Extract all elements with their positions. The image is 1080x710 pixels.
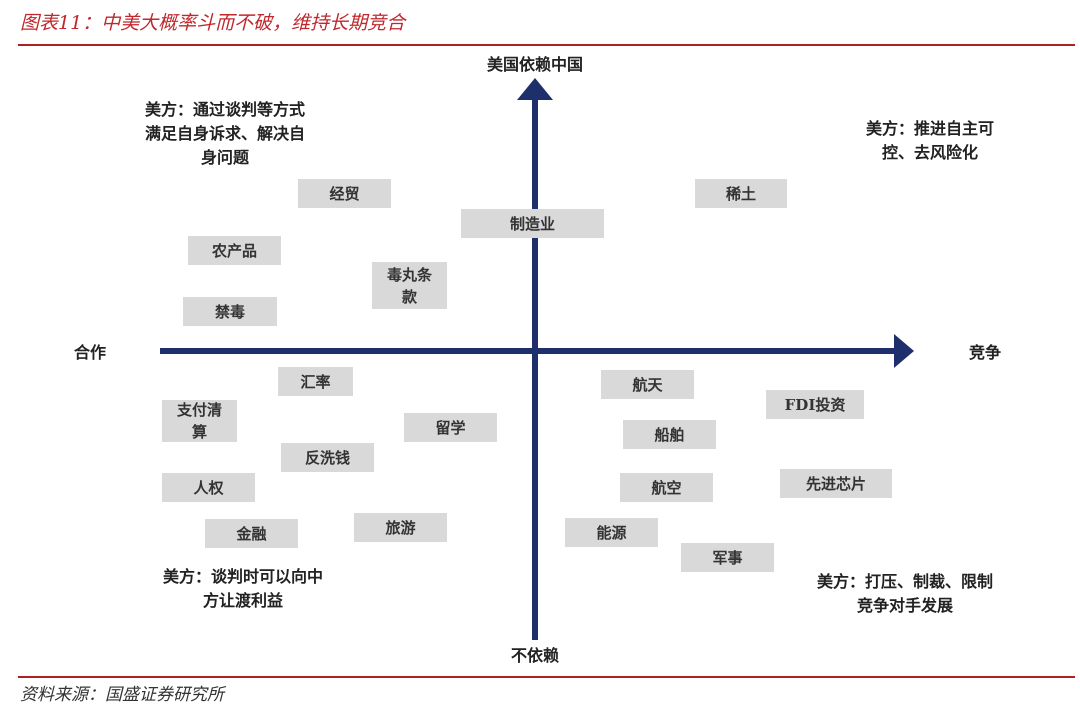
figure-title: 图表11：中美大概率斗而不破，维持长期竞合	[20, 12, 406, 34]
axis-label-bottom: 不依赖	[510, 646, 560, 665]
axis-label-right: 竞争	[968, 343, 1002, 362]
axis-label-left: 合作	[73, 343, 107, 362]
item-box: 旅游	[354, 513, 447, 542]
note-top-left: 美方：通过谈判等方式满足自身诉求、解决自身问题	[144, 100, 306, 167]
note-bottom-right: 美方：打压、制裁、限制竞争对手发展	[816, 572, 994, 615]
item-box: 反洗钱	[281, 443, 374, 472]
item-box: 金融	[205, 519, 298, 548]
item-box: 毒丸条款	[372, 262, 447, 309]
item-box: 农产品	[188, 236, 281, 265]
item-box: 军事	[681, 543, 774, 572]
item-box: 汇率	[278, 367, 353, 396]
item-box: 稀土	[695, 179, 787, 208]
item-box: 船舶	[623, 420, 716, 449]
item-box: 禁毒	[183, 297, 277, 326]
item-box: 制造业	[461, 209, 604, 238]
item-box: 支付清算	[162, 400, 237, 442]
item-box: 先进芯片	[780, 469, 892, 498]
item-box: 能源	[565, 518, 658, 547]
title-divider	[18, 44, 1075, 46]
note-top-right: 美方：推进自主可控、去风险化	[865, 119, 995, 162]
source-divider	[18, 676, 1075, 678]
horizontal-arrow-head	[894, 334, 914, 368]
item-box: 经贸	[298, 179, 391, 208]
axis-label-top: 美国依赖中国	[486, 55, 584, 74]
source-note: 资料来源：国盛证券研究所	[20, 685, 224, 705]
item-box: 人权	[162, 473, 255, 502]
item-box: 航天	[601, 370, 694, 399]
vertical-arrow-head	[517, 78, 553, 100]
note-bottom-left: 美方：谈判时可以向中方让渡利益	[162, 567, 324, 610]
item-box: 留学	[404, 413, 497, 442]
item-box: 航空	[620, 473, 713, 502]
item-box: FDI投资	[766, 390, 864, 419]
